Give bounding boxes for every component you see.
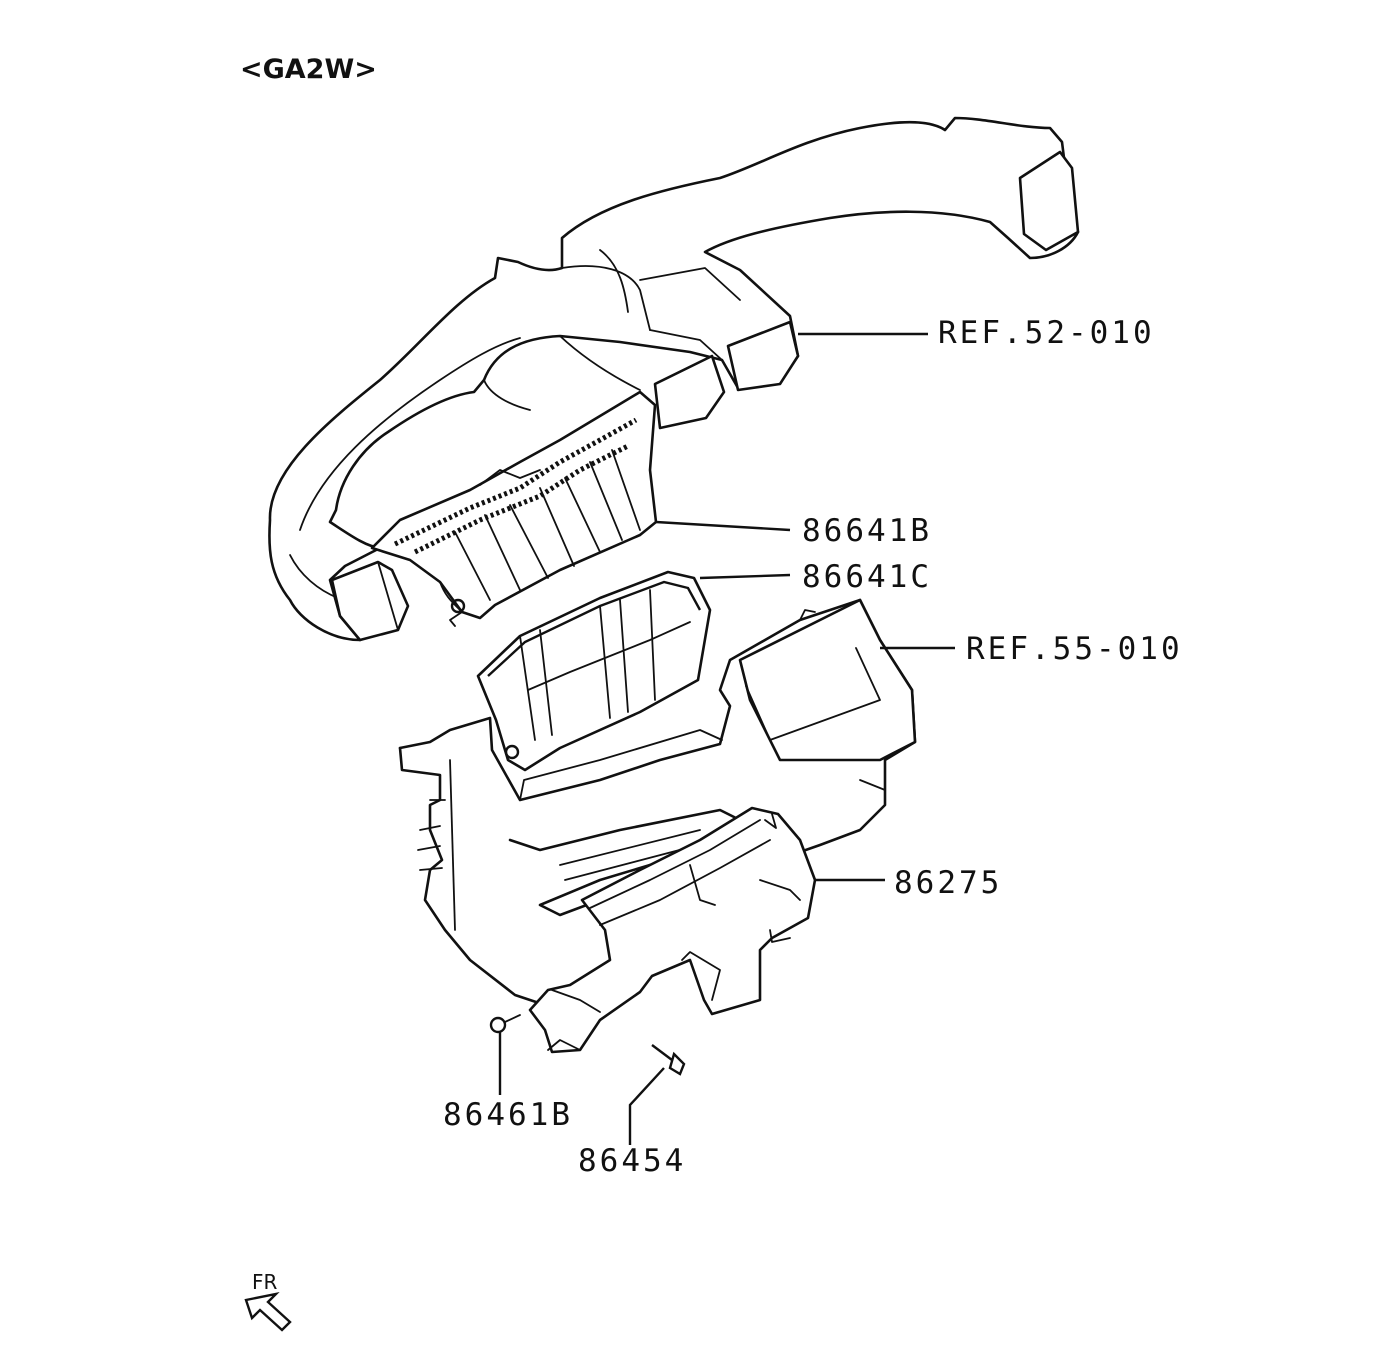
upper-duct-seal [370,390,658,627]
diagram-title: <GA2W> [240,54,377,85]
callout-86641c: 86641C [802,559,932,595]
foot-duct [528,806,817,1054]
heater-unit [398,598,917,1007]
lower-duct-seal [476,570,712,772]
instrument-panel-duct [268,116,1080,642]
front-direction-arrow-icon [244,1292,292,1332]
callout-86454: 86454 [578,1143,687,1179]
callout-86275: 86275 [894,865,1003,901]
leader-lines [498,332,955,1145]
clip [489,1014,521,1034]
callout-86641b: 86641B [802,513,932,549]
front-direction-label: FR [252,1270,278,1294]
callout-86461b: 86461B [443,1097,573,1133]
callout-ref-52-010: REF.52-010 [938,315,1155,351]
callout-ref-55-010: REF.55-010 [966,631,1183,667]
screw [651,1044,686,1076]
